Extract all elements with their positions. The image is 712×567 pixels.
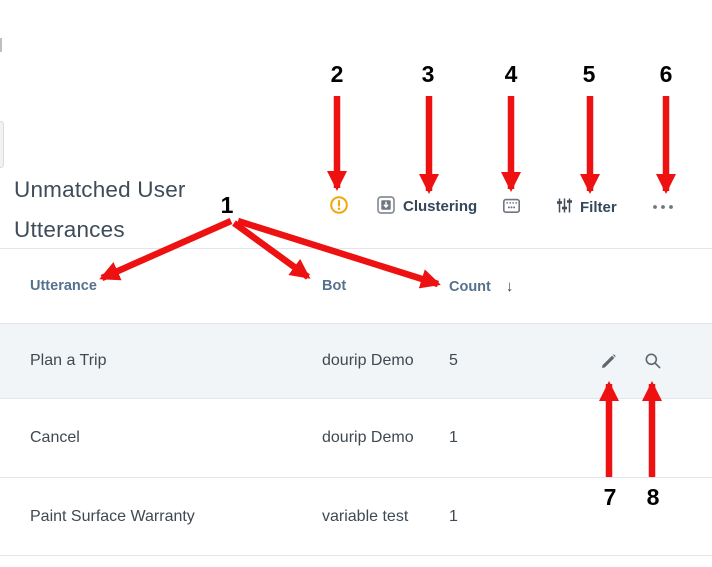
clustering-button[interactable]: Clustering	[377, 196, 477, 217]
utterance-cell: Paint Surface Warranty	[30, 507, 195, 525]
table-row[interactable]: Plan a Trip dourip Demo 5	[0, 324, 712, 399]
utterance-cell: Cancel	[30, 429, 80, 446]
date-range-button[interactable]	[502, 196, 521, 218]
bot-cell: dourip Demo	[322, 429, 414, 446]
count-cell: 5	[449, 352, 458, 369]
clustering-button-label: Clustering	[403, 198, 478, 215]
filter-button[interactable]: Filter	[556, 197, 617, 217]
search-button[interactable]	[644, 352, 662, 370]
table-header-row: Utterance Bot Count ↓	[0, 249, 712, 324]
ellipsis-icon	[652, 199, 674, 214]
count-cell: 1	[449, 507, 458, 525]
column-header-bot[interactable]: Bot	[322, 278, 347, 294]
row-actions	[579, 352, 712, 370]
pencil-icon	[600, 354, 618, 373]
annotation-number-3: 3	[421, 61, 435, 87]
column-header-utterance[interactable]: Utterance	[30, 278, 97, 294]
page-title-line2: Utterances	[14, 217, 125, 242]
annotation-number-2: 2	[330, 61, 344, 87]
box-down-arrow-icon	[377, 196, 395, 217]
table-row[interactable]: Paint Surface Warranty variable test 1	[0, 478, 712, 556]
unmatched-utterances-table: Utterance Bot Count ↓ Plan a Trip dourip …	[0, 248, 712, 556]
column-header-count-label: Count	[449, 278, 491, 295]
left-edge-artifact	[0, 38, 2, 52]
filter-button-label: Filter	[580, 198, 617, 216]
sort-desc-icon[interactable]: ↓	[505, 277, 514, 295]
table-row[interactable]: Cancel dourip Demo 1	[0, 399, 712, 478]
left-edge-panel-fragment	[0, 121, 4, 168]
magnifier-icon	[644, 353, 662, 373]
page-title-line1: Unmatched User	[14, 177, 186, 202]
warning-button[interactable]	[329, 195, 349, 218]
more-options-button[interactable]	[652, 201, 674, 211]
utterance-cell: Plan a Trip	[30, 352, 107, 369]
count-cell: 1	[449, 429, 458, 446]
column-header-count[interactable]: Count ↓	[449, 278, 579, 295]
bot-cell: dourip Demo	[322, 352, 414, 369]
warning-circle-icon	[329, 195, 349, 218]
annotation-number-5: 5	[582, 61, 596, 87]
bot-cell: variable test	[322, 507, 409, 525]
calendar-icon	[502, 196, 521, 218]
sliders-icon	[556, 197, 573, 217]
annotation-number-1: 1	[220, 192, 234, 218]
edit-button[interactable]	[600, 352, 618, 370]
annotation-number-4: 4	[504, 61, 518, 87]
annotation-number-6: 6	[659, 61, 673, 87]
